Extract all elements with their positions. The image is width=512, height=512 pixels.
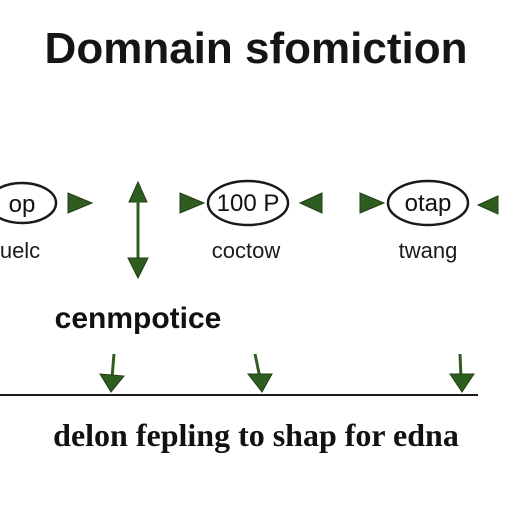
down-arrow-1-head [99,373,125,393]
down-arrow-1 [99,353,125,393]
node-1: op uelc [0,181,58,263]
node-1-ellipse [0,181,58,225]
node-3-ellipse [386,179,470,227]
node-3-label: twang [399,238,458,263]
node-2-ellipse [206,179,290,227]
arrow-right-2 [179,192,206,214]
down-arrow-3 [449,353,475,393]
arrow-right-3 [359,192,386,214]
node-3-text: otap [405,190,452,217]
vertical-double-arrow [127,180,149,280]
node-2: 100 P coctow [206,179,290,263]
footer-text: delon fepling to shap for edna [53,417,459,453]
down-arrow-3-head [449,373,475,393]
arrow-left-2 [476,195,499,215]
up-arrowhead [128,180,148,203]
down-arrow-1-shaft [110,353,116,379]
diagram-title: Domnain sfomiction [45,24,468,73]
node-1-text: op [9,191,36,218]
node-2-text: 100 P [217,190,280,217]
section-label: cenmpotice [55,302,222,335]
node-1-label: uelc [0,238,40,263]
node-2-label: coctow [212,238,281,263]
down-arrowhead [127,257,149,280]
arrow-left-1 [298,192,323,214]
down-arrow-2 [246,353,273,393]
arrow-right-1 [67,192,94,214]
down-arrow-2-head [246,373,273,393]
node-3: otap twang [386,179,470,263]
